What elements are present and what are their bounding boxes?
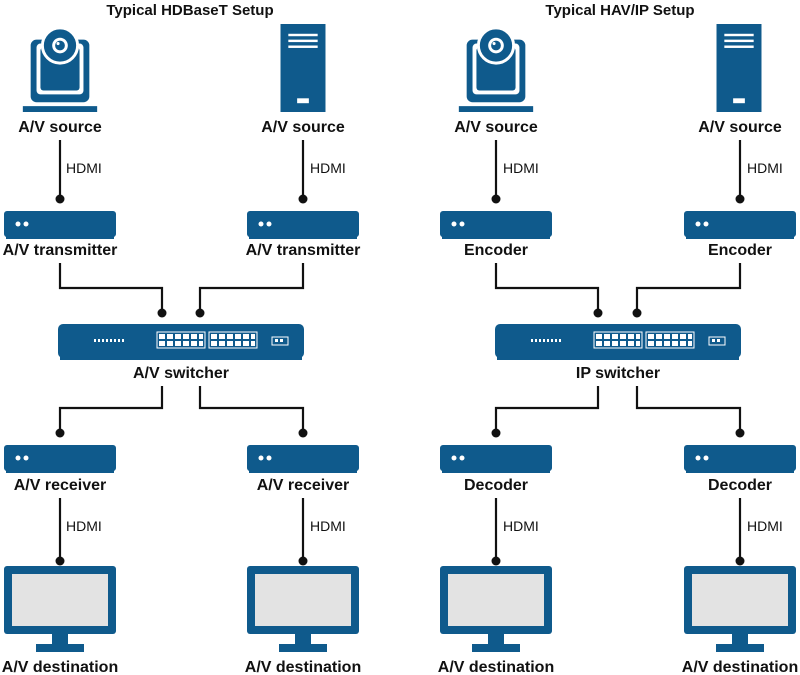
connector-dot bbox=[491, 194, 501, 204]
encoder-icon bbox=[684, 211, 796, 239]
receiver-icon bbox=[247, 445, 359, 473]
transmitter-icon bbox=[4, 211, 116, 239]
switcher-icon bbox=[495, 324, 741, 360]
camera-icon bbox=[457, 26, 535, 112]
switcher-label: IP switcher bbox=[576, 365, 660, 382]
connector-dot bbox=[632, 308, 642, 318]
destination-label: A/V destination bbox=[438, 659, 554, 675]
source-label-camera: A/V source bbox=[454, 119, 538, 136]
connector-dot bbox=[298, 556, 308, 566]
server-icon bbox=[716, 24, 762, 112]
receiver-icon bbox=[4, 445, 116, 473]
connector-dot bbox=[491, 556, 501, 566]
connector-dot bbox=[55, 428, 65, 438]
connector-dot bbox=[298, 194, 308, 204]
hdmi-label: HDMI bbox=[66, 160, 102, 176]
hdmi-label: HDMI bbox=[503, 160, 539, 176]
switcher-icon bbox=[58, 324, 304, 360]
cable bbox=[58, 263, 164, 313]
transmitter-label: A/V transmitter bbox=[3, 242, 118, 259]
hdmi-label: HDMI bbox=[503, 518, 539, 534]
encoder-label: Encoder bbox=[708, 242, 772, 259]
decoder-icon bbox=[440, 445, 552, 473]
source-label-camera: A/V source bbox=[18, 119, 102, 136]
hav-ip-setup: Typical HAV/IP Setup A/V source A/V sour… bbox=[438, 2, 798, 675]
connector-dot bbox=[593, 308, 603, 318]
cable bbox=[635, 263, 742, 313]
server-icon bbox=[280, 24, 326, 112]
hdmi-label: HDMI bbox=[310, 518, 346, 534]
receiver-label: A/V receiver bbox=[257, 477, 350, 494]
destination-label: A/V destination bbox=[245, 659, 361, 675]
monitor-icon bbox=[684, 566, 796, 652]
cable bbox=[494, 386, 600, 432]
monitor-icon bbox=[4, 566, 116, 652]
connector-dot bbox=[735, 556, 745, 566]
connector-dot bbox=[298, 428, 308, 438]
hdmi-label: HDMI bbox=[747, 160, 783, 176]
hdbaset-title: Typical HDBaseT Setup bbox=[106, 2, 273, 19]
monitor-icon bbox=[247, 566, 359, 652]
cable bbox=[198, 386, 305, 432]
connector-dot bbox=[195, 308, 205, 318]
connector-dot bbox=[735, 194, 745, 204]
connector-dot bbox=[735, 428, 745, 438]
cable bbox=[494, 263, 600, 313]
decoder-label: Decoder bbox=[464, 477, 528, 494]
encoder-icon bbox=[440, 211, 552, 239]
transmitter-icon bbox=[247, 211, 359, 239]
monitor-icon bbox=[440, 566, 552, 652]
hdmi-label: HDMI bbox=[310, 160, 346, 176]
decoder-label: Decoder bbox=[708, 477, 772, 494]
decoder-icon bbox=[684, 445, 796, 473]
hdmi-label: HDMI bbox=[66, 518, 102, 534]
destination-label: A/V destination bbox=[682, 659, 798, 675]
hdmi-label: HDMI bbox=[747, 518, 783, 534]
cable bbox=[198, 263, 305, 313]
connector-dot bbox=[55, 556, 65, 566]
switcher-label: A/V switcher bbox=[133, 365, 229, 382]
encoder-label: Encoder bbox=[464, 242, 528, 259]
source-label-server: A/V source bbox=[698, 119, 782, 136]
source-label-server: A/V source bbox=[261, 119, 345, 136]
receiver-label: A/V receiver bbox=[14, 477, 107, 494]
connector-dot bbox=[55, 194, 65, 204]
connector-dot bbox=[157, 308, 167, 318]
transmitter-label: A/V transmitter bbox=[246, 242, 361, 259]
connector-dot bbox=[491, 428, 501, 438]
camera-icon bbox=[21, 26, 99, 112]
cable bbox=[635, 386, 742, 432]
hdbaset-setup: Typical HDBaseT Setup A/V source A/V sou… bbox=[2, 2, 361, 675]
destination-label: A/V destination bbox=[2, 659, 118, 675]
cable bbox=[58, 386, 164, 432]
hav-ip-title: Typical HAV/IP Setup bbox=[545, 2, 694, 19]
